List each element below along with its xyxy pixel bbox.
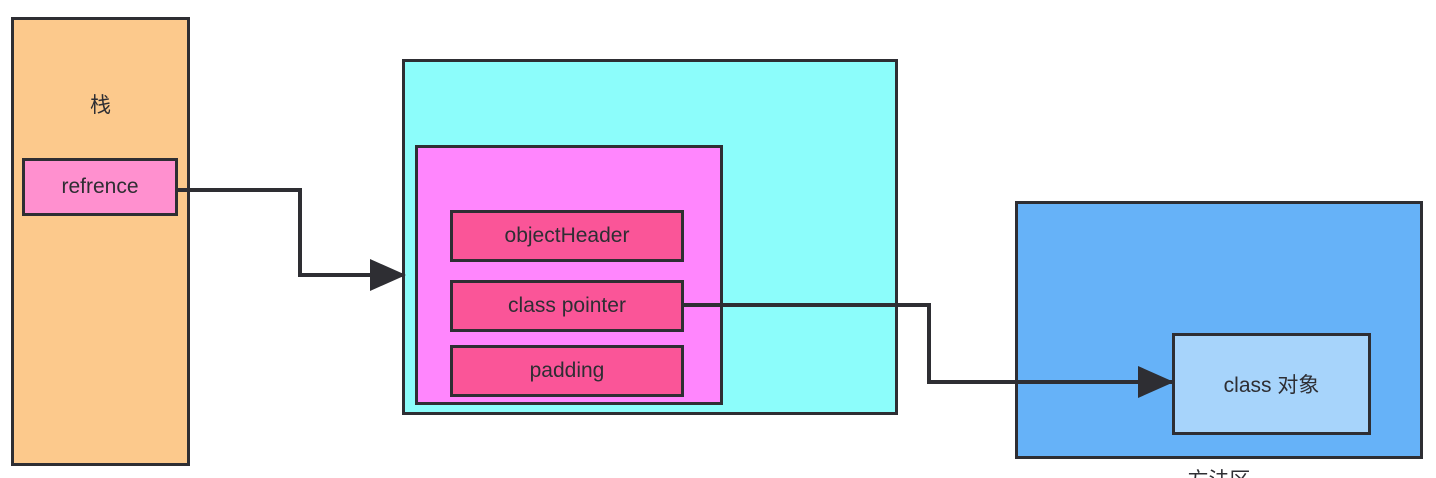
instance-field-padding-label: padding [529,359,605,382]
method-area-entry-class-object: class 对象 [1172,333,1371,435]
instance-field-object-header: objectHeader [450,210,684,262]
method-area-entry-class-object-label: class 对象 [1223,374,1320,397]
stack-slot-refrence: refrence [22,158,178,216]
instance-field-class-pointer: class pointer [450,280,684,332]
stack-region-label: 栈 [90,94,111,117]
instance-field-object-header-label: objectHeader [504,224,630,247]
connector-reference-to-instance [177,188,406,291]
stack-region: 栈 [11,17,190,466]
instance-field-padding: padding [450,345,684,397]
stack-slot-refrence-label: refrence [61,175,139,198]
instance-field-class-pointer-label: class pointer [508,294,626,317]
method-area-label: 方法区 [1018,469,1420,478]
